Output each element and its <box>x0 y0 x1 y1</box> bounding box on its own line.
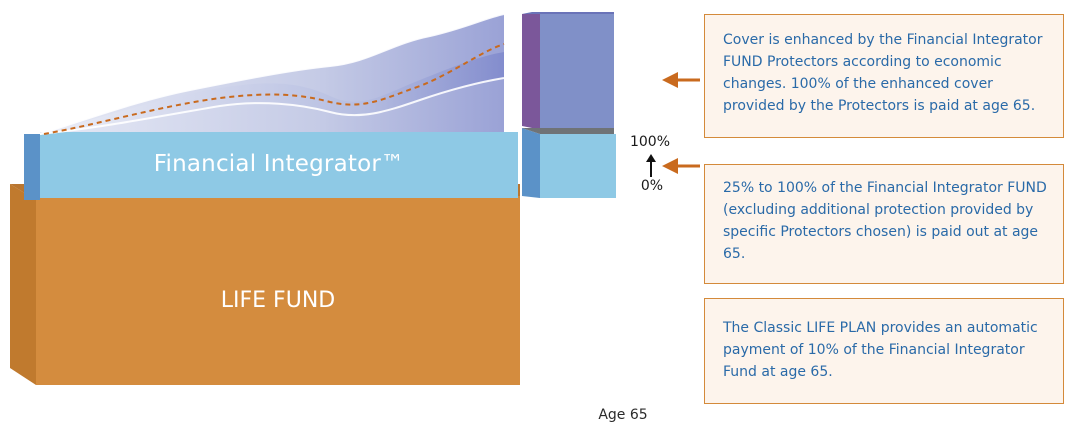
protector-top <box>522 12 614 14</box>
integrator-side <box>24 134 40 200</box>
age-label: Age 65 <box>598 407 648 423</box>
fund-front <box>540 134 616 198</box>
wave-dashed-line <box>43 43 505 135</box>
fund-side <box>522 128 540 198</box>
pointer-arrow-fund <box>662 158 700 174</box>
pointer-arrow-cover <box>662 72 700 88</box>
scale-arrow <box>646 154 656 177</box>
fund-top <box>522 128 614 134</box>
protector-stack <box>522 12 616 198</box>
integrator-front <box>40 132 518 198</box>
life-fund-front <box>36 196 520 385</box>
life-fund-block <box>10 184 520 385</box>
note-classic-plan: The Classic LIFE PLAN provides an automa… <box>704 298 1064 404</box>
integrator-block <box>24 132 518 200</box>
wave-band <box>40 52 504 134</box>
protector-side <box>522 14 542 130</box>
life-fund-side <box>10 184 36 385</box>
note-cover-enhanced: Cover is enhanced by the Financial Integ… <box>704 14 1064 138</box>
financial-integrator-label: Financial Integrator™ <box>153 151 405 177</box>
wave-lower-line <box>39 77 505 135</box>
life-fund-label: LIFE FUND <box>220 287 336 313</box>
wave-upper-line <box>39 13 505 135</box>
protector-front <box>540 14 614 130</box>
protector-wave <box>39 13 505 135</box>
note-fund-payout: 25% to 100% of the Financial Integrator … <box>704 164 1064 284</box>
scale-bottom-label: 0% <box>640 178 664 194</box>
scale-top-label: 100% <box>629 134 671 150</box>
